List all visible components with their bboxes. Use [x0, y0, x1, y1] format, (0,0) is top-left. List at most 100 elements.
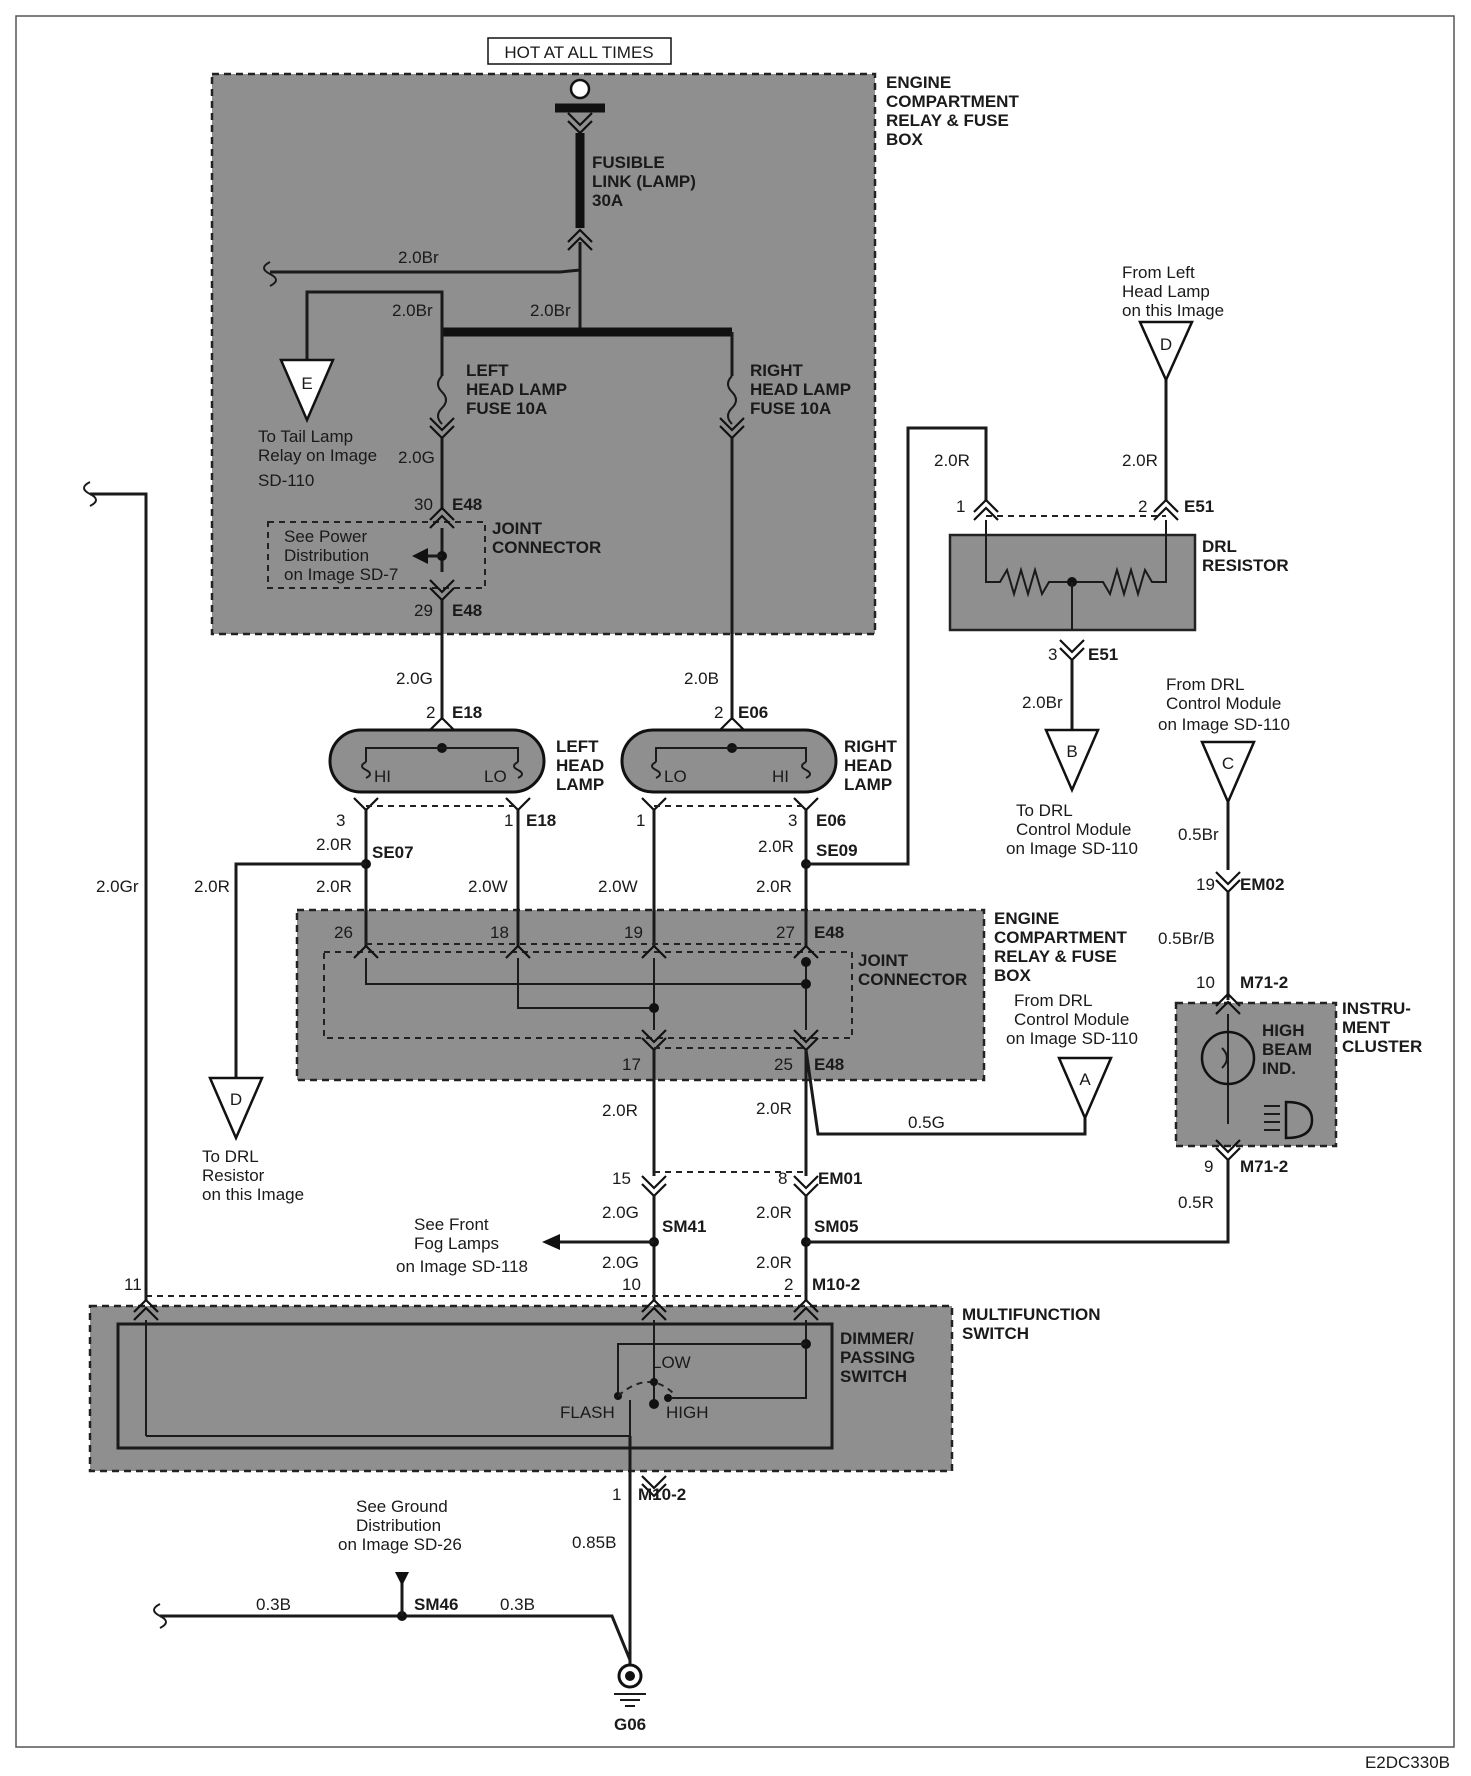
wire-label-2-0r-d: 2.0R [756, 1099, 792, 1118]
ref-sm46: SM46 [414, 1595, 458, 1614]
ref-b-letter: B [1066, 742, 1077, 761]
from-drl-a-line2: Control Module [1014, 1010, 1129, 1029]
pin-10-m71: 10 [1196, 973, 1215, 992]
pin-29: 29 [414, 601, 433, 620]
right-fuse-line3: FUSE 10A [750, 399, 831, 418]
left-head-lamp-line2: HEAD [556, 756, 604, 775]
hot-label-box [487, 37, 672, 65]
engine-box-1-line4: BOX [886, 130, 924, 149]
from-drl-a-line3: on Image SD-110 [1006, 1029, 1138, 1048]
drl-resistor-line2: RESISTOR [1202, 556, 1289, 575]
pin-1-right: 1 [636, 811, 645, 830]
fog-lamps-line1: See Front [414, 1215, 489, 1234]
pin-18: 18 [490, 923, 509, 942]
to-drl-cm-line2: Control Module [1016, 820, 1131, 839]
engine-box-2-line3: RELAY & FUSE [994, 947, 1117, 966]
joint-connector-top-dashed [267, 521, 486, 589]
left-fuse-line1: LEFT [466, 361, 509, 380]
engine-box-middle [295, 908, 986, 1082]
pin-9-m71: 9 [1204, 1157, 1213, 1176]
dimmer-line1: DIMMER/ [840, 1329, 914, 1348]
wire-label-2-0gr: 2.0Gr [96, 877, 139, 896]
fusible-link-line3: 30A [592, 191, 623, 210]
ref-sm05: SM05 [814, 1217, 858, 1236]
hot-label: HOT AT ALL TIMES [504, 43, 653, 62]
pin-26: 26 [334, 923, 353, 942]
right-head-lamp-line1: RIGHT [844, 737, 898, 756]
fusible-link-line2: LINK (LAMP) [592, 172, 696, 191]
cluster-line3: CLUSTER [1342, 1037, 1422, 1056]
right-fuse-line1: RIGHT [750, 361, 804, 380]
multifunction-line1: MULTIFUNCTION [962, 1305, 1101, 1324]
ref-e06-bottom: E06 [816, 811, 846, 830]
from-drl-c-line2: Control Module [1166, 694, 1281, 713]
left-head-lamp-line3: LAMP [556, 775, 604, 794]
left-fuse-line3: FUSE 10A [466, 399, 547, 418]
wire-label-2-0g-mid: 2.0G [396, 669, 433, 688]
pin-1-left: 1 [504, 811, 513, 830]
pin-1-drl: 1 [956, 497, 965, 516]
ref-d-bottom-letter: D [230, 1090, 242, 1109]
wire-label-2-0br-drl: 2.0Br [1022, 693, 1063, 712]
ref-b-triangle [1044, 728, 1100, 794]
joint-connector-2-line2: CONNECTOR [858, 970, 967, 989]
wire-label-2-0r-drl-right: 2.0R [1122, 451, 1158, 470]
wire-label-2-0r-se07: 2.0R [316, 835, 352, 854]
ref-c-letter: C [1222, 754, 1234, 773]
pin-17: 17 [622, 1055, 641, 1074]
from-left-hl-line3: on this Image [1122, 301, 1224, 320]
wire-label-0-3b-left: 0.3B [256, 1595, 291, 1614]
engine-box-2-line1: ENGINE [994, 909, 1059, 928]
pin-8: 8 [778, 1169, 787, 1188]
pin-3-left: 3 [336, 811, 345, 830]
ref-e48-mid: E48 [452, 601, 482, 620]
ref-e18-bottom: E18 [526, 811, 556, 830]
fusible-link-line1: FUSIBLE [592, 153, 665, 172]
ref-a-letter: A [1079, 1070, 1091, 1089]
to-drl-resistor-line3: on this Image [202, 1185, 304, 1204]
pin-2-m10: 2 [784, 1275, 793, 1294]
wire-label-2-0br-top: 2.0Br [398, 248, 439, 267]
wire-label-0-5r: 0.5R [1178, 1193, 1214, 1212]
wire-label-2-0r-sm05: 2.0R [756, 1203, 792, 1222]
fog-lamps-line3: on Image SD-118 [396, 1257, 528, 1276]
wire-label-2-0r-se09: 2.0R [758, 837, 794, 856]
ground-dist-line3: on Image SD-26 [338, 1535, 462, 1554]
pin-2-right: 2 [714, 703, 723, 722]
joint-connector-2-line1: JOINT [858, 951, 909, 970]
ref-d-top-triangle [1138, 320, 1194, 384]
high-beam-bulb [1200, 1030, 1256, 1086]
wire-label-0-5g: 0.5G [908, 1113, 945, 1132]
ref-m71-top: M71-2 [1240, 973, 1288, 992]
wire-label-2-0r-bottom: 2.0R [756, 1253, 792, 1272]
wire-label-0-3b-right: 0.3B [500, 1595, 535, 1614]
tail-lamp-line3: SD-110 [258, 471, 314, 490]
left-head-lamp-body [328, 728, 546, 794]
to-drl-resistor-line1: To DRL [202, 1147, 259, 1166]
right-head-lamp-line3: LAMP [844, 775, 892, 794]
engine-box-1-line3: RELAY & FUSE [886, 111, 1009, 130]
from-drl-c-line3: on Image SD-110 [1158, 715, 1290, 734]
pin-15: 15 [612, 1169, 631, 1188]
high-beam-line1: HIGH [1262, 1021, 1305, 1040]
engine-box-1-line1: ENGINE [886, 73, 951, 92]
left-fuse-line2: HEAD LAMP [466, 380, 567, 399]
left-lamp-hi: HI [374, 767, 391, 786]
pin-10: 10 [622, 1275, 641, 1294]
pin-2-drl: 2 [1138, 497, 1147, 516]
left-lamp-lo: LO [484, 767, 507, 786]
pin-19-em02: 19 [1196, 875, 1215, 894]
from-drl-a-line1: From DRL [1014, 991, 1092, 1010]
to-drl-cm-line3: on Image SD-110 [1006, 839, 1138, 858]
wire-label-2-0b: 2.0B [684, 669, 719, 688]
joint-connector-1-line1: JOINT [492, 519, 543, 538]
ref-e-letter: E [301, 374, 312, 393]
cluster-line1: INSTRU- [1342, 999, 1411, 1018]
wire-label-2-0g-sm41: 2.0G [602, 1203, 639, 1222]
wire-label-2-0r-b: 2.0R [756, 877, 792, 896]
wire-label-2-0r-drl-left: 2.0R [934, 451, 970, 470]
ref-e-triangle [279, 358, 335, 424]
wire-label-2-0r-a: 2.0R [316, 877, 352, 896]
pin-19: 19 [624, 923, 643, 942]
engine-box-top [210, 72, 877, 636]
